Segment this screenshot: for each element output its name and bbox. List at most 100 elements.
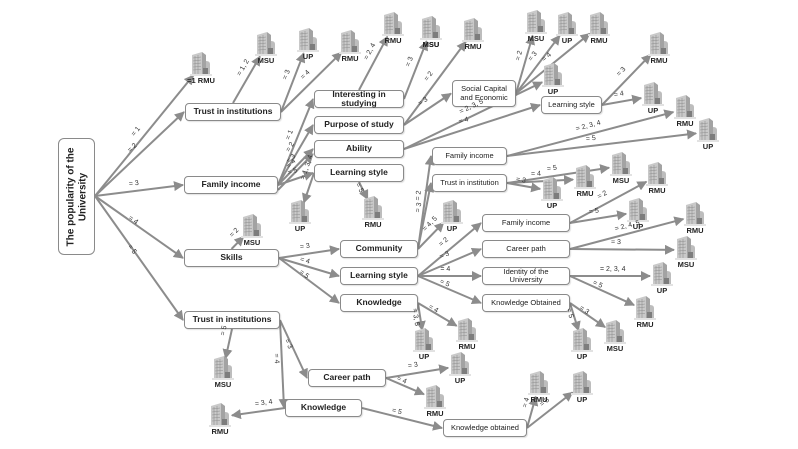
node-career2[interactable]: Career path — [308, 369, 386, 387]
building-icon — [647, 262, 677, 286]
university-u29[interactable]: RMU — [630, 296, 660, 329]
university-u8[interactable]: RMU — [458, 18, 488, 51]
node-label: Knowledge obtained — [451, 422, 519, 432]
university-u22[interactable]: MSU — [606, 152, 636, 185]
university-u13[interactable]: RMU — [644, 32, 674, 65]
building-icon — [285, 200, 315, 224]
university-u34[interactable]: MSU — [208, 356, 238, 389]
university-u14[interactable]: UP — [638, 82, 668, 115]
node-identity[interactable]: Identity of the University — [482, 267, 570, 285]
university-label: RMU — [636, 320, 654, 329]
node-knowledge2[interactable]: Knowledge — [285, 399, 362, 417]
university-u38[interactable]: RMU — [524, 371, 554, 404]
node-social[interactable]: Social Capital and Economic — [452, 80, 516, 107]
university-u26[interactable]: RMU — [680, 202, 710, 235]
node-label: Interesting in studying — [332, 88, 386, 108]
university-label: UP — [418, 352, 430, 361]
edge-ability-u12 — [403, 81, 544, 150]
university-u15[interactable]: RMU — [670, 95, 700, 128]
node-family3[interactable]: Family income — [482, 214, 570, 232]
building-icon — [638, 82, 668, 106]
node-label: Trust in institutions — [192, 314, 272, 325]
university-u9[interactable]: MSU — [521, 10, 551, 43]
node-label: Knowledge — [356, 297, 402, 308]
university-u36[interactable]: UP — [445, 352, 475, 385]
university-u37[interactable]: RMU — [420, 385, 450, 418]
building-icon — [293, 28, 323, 52]
edge-label: = 3 — [128, 179, 139, 189]
node-learning1[interactable]: Learning style — [314, 164, 404, 182]
university-u3[interactable]: UP — [293, 28, 323, 61]
university-u12[interactable]: UP — [538, 63, 568, 96]
university-u21[interactable]: UP — [437, 200, 467, 233]
edge-learning2-u13 — [601, 53, 652, 106]
building-icon — [537, 177, 567, 201]
node-label: Identity of the University — [503, 266, 549, 284]
university-label: RMU — [648, 186, 666, 195]
node-learning3[interactable]: Learning style — [340, 267, 418, 285]
edge-learning3-family3 — [417, 222, 482, 277]
edge-learning1-u16 — [302, 172, 315, 204]
university-u17[interactable]: UP — [693, 118, 723, 151]
university-u32[interactable]: UP — [409, 328, 439, 361]
university-u19[interactable]: MSU — [237, 214, 267, 247]
university-u30[interactable]: UP — [567, 328, 597, 361]
node-family2[interactable]: Family income — [432, 147, 507, 165]
edge-label: = 2 — [414, 190, 423, 202]
edge-career2-u37 — [385, 377, 425, 396]
node-community[interactable]: Community — [340, 240, 418, 258]
node-career1[interactable]: Career path — [482, 240, 570, 258]
building-icon — [437, 200, 467, 224]
edge-knowobt1-u30 — [569, 302, 581, 332]
node-ability[interactable]: Ability — [314, 140, 404, 158]
university-u39[interactable]: UP — [567, 371, 597, 404]
university-u2[interactable]: MSU — [251, 32, 281, 65]
university-u31[interactable]: MSU — [600, 320, 630, 353]
building-icon — [335, 30, 365, 54]
edge-root-skills — [94, 195, 184, 259]
university-label: UP — [547, 87, 559, 96]
university-u33[interactable]: RMU — [452, 318, 482, 351]
university-u4[interactable]: RMU — [335, 30, 365, 63]
university-u35[interactable]: RMU — [205, 403, 235, 436]
node-purpose[interactable]: Purpose of study — [314, 116, 404, 134]
university-u11[interactable]: RMU — [584, 12, 614, 45]
node-skills[interactable]: Skills — [184, 249, 279, 267]
university-label: UP — [632, 222, 644, 231]
university-u16[interactable]: UP — [285, 200, 315, 233]
node-trust2[interactable]: Trust in institutions — [184, 311, 280, 329]
node-learning2[interactable]: Learning style — [541, 96, 602, 114]
university-u1[interactable]: =1 RMU — [186, 52, 216, 85]
edge-trust2-u34 — [222, 328, 233, 360]
university-u25[interactable]: UP — [623, 198, 653, 231]
node-knowledge1[interactable]: Knowledge — [340, 294, 418, 312]
edge-root-trust1 — [94, 111, 185, 197]
university-u18[interactable]: RMU — [358, 196, 388, 229]
edge-trust2-career2 — [279, 319, 308, 379]
building-icon — [570, 165, 600, 189]
edge-identity-u29 — [569, 275, 635, 306]
university-label: RMU — [650, 56, 668, 65]
university-u5[interactable]: RMU — [378, 12, 408, 45]
edge-trust1-u4 — [280, 51, 343, 113]
university-u23[interactable]: UP — [537, 177, 567, 210]
node-label: Social Capital and Economic — [460, 84, 508, 102]
university-u20[interactable]: RMU — [570, 165, 600, 198]
university-u24[interactable]: RMU — [642, 162, 672, 195]
edge-career1-u26 — [569, 216, 685, 250]
node-knowobt2[interactable]: Knowledge obtained — [443, 419, 527, 437]
node-trust3[interactable]: Trust in institution — [432, 174, 507, 192]
node-family1[interactable]: Family income — [184, 176, 278, 194]
edge-label: = 3 — [515, 175, 527, 185]
node-knowobt1[interactable]: Knowledge Obtained — [482, 294, 570, 312]
university-label: MSU — [243, 238, 261, 247]
node-interesting[interactable]: Interesting in studying — [314, 88, 404, 108]
university-u7[interactable]: MSU — [416, 16, 446, 49]
university-u10[interactable]: UP — [552, 12, 582, 45]
building-icon — [358, 196, 388, 220]
university-u27[interactable]: MSU — [671, 236, 701, 269]
university-u28[interactable]: UP — [647, 262, 677, 295]
node-trust1[interactable]: Trust in institutions — [185, 103, 281, 121]
